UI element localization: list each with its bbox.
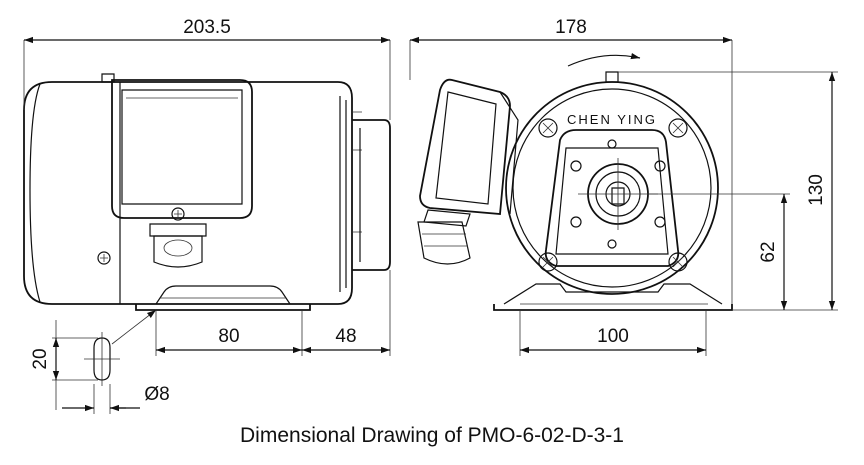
dim-overall-depth: 178 <box>555 17 587 38</box>
front-view: CHEN YING <box>417 52 733 311</box>
side-view-dimensions: 203.5 80 48 20 Ø8 <box>23 17 391 414</box>
brand-mark: CHEN YING <box>567 112 657 127</box>
dim-slot-length: 20 <box>30 348 51 369</box>
dim-foot-width: 100 <box>597 326 629 347</box>
dim-foot-span: 80 <box>218 326 239 347</box>
dim-shaft-height: 62 <box>758 241 779 262</box>
dim-front-offset: 48 <box>335 326 356 347</box>
dim-slot-diameter: Ø8 <box>144 384 169 405</box>
dim-overall-length: 203.5 <box>183 17 231 38</box>
side-view <box>23 73 391 311</box>
drawing-caption: Dimensional Drawing of PMO-6-02-D-3-1 <box>240 424 624 447</box>
front-view-dimensions: 178 100 130 62 <box>409 17 838 356</box>
dim-overall-height: 130 <box>806 174 827 206</box>
